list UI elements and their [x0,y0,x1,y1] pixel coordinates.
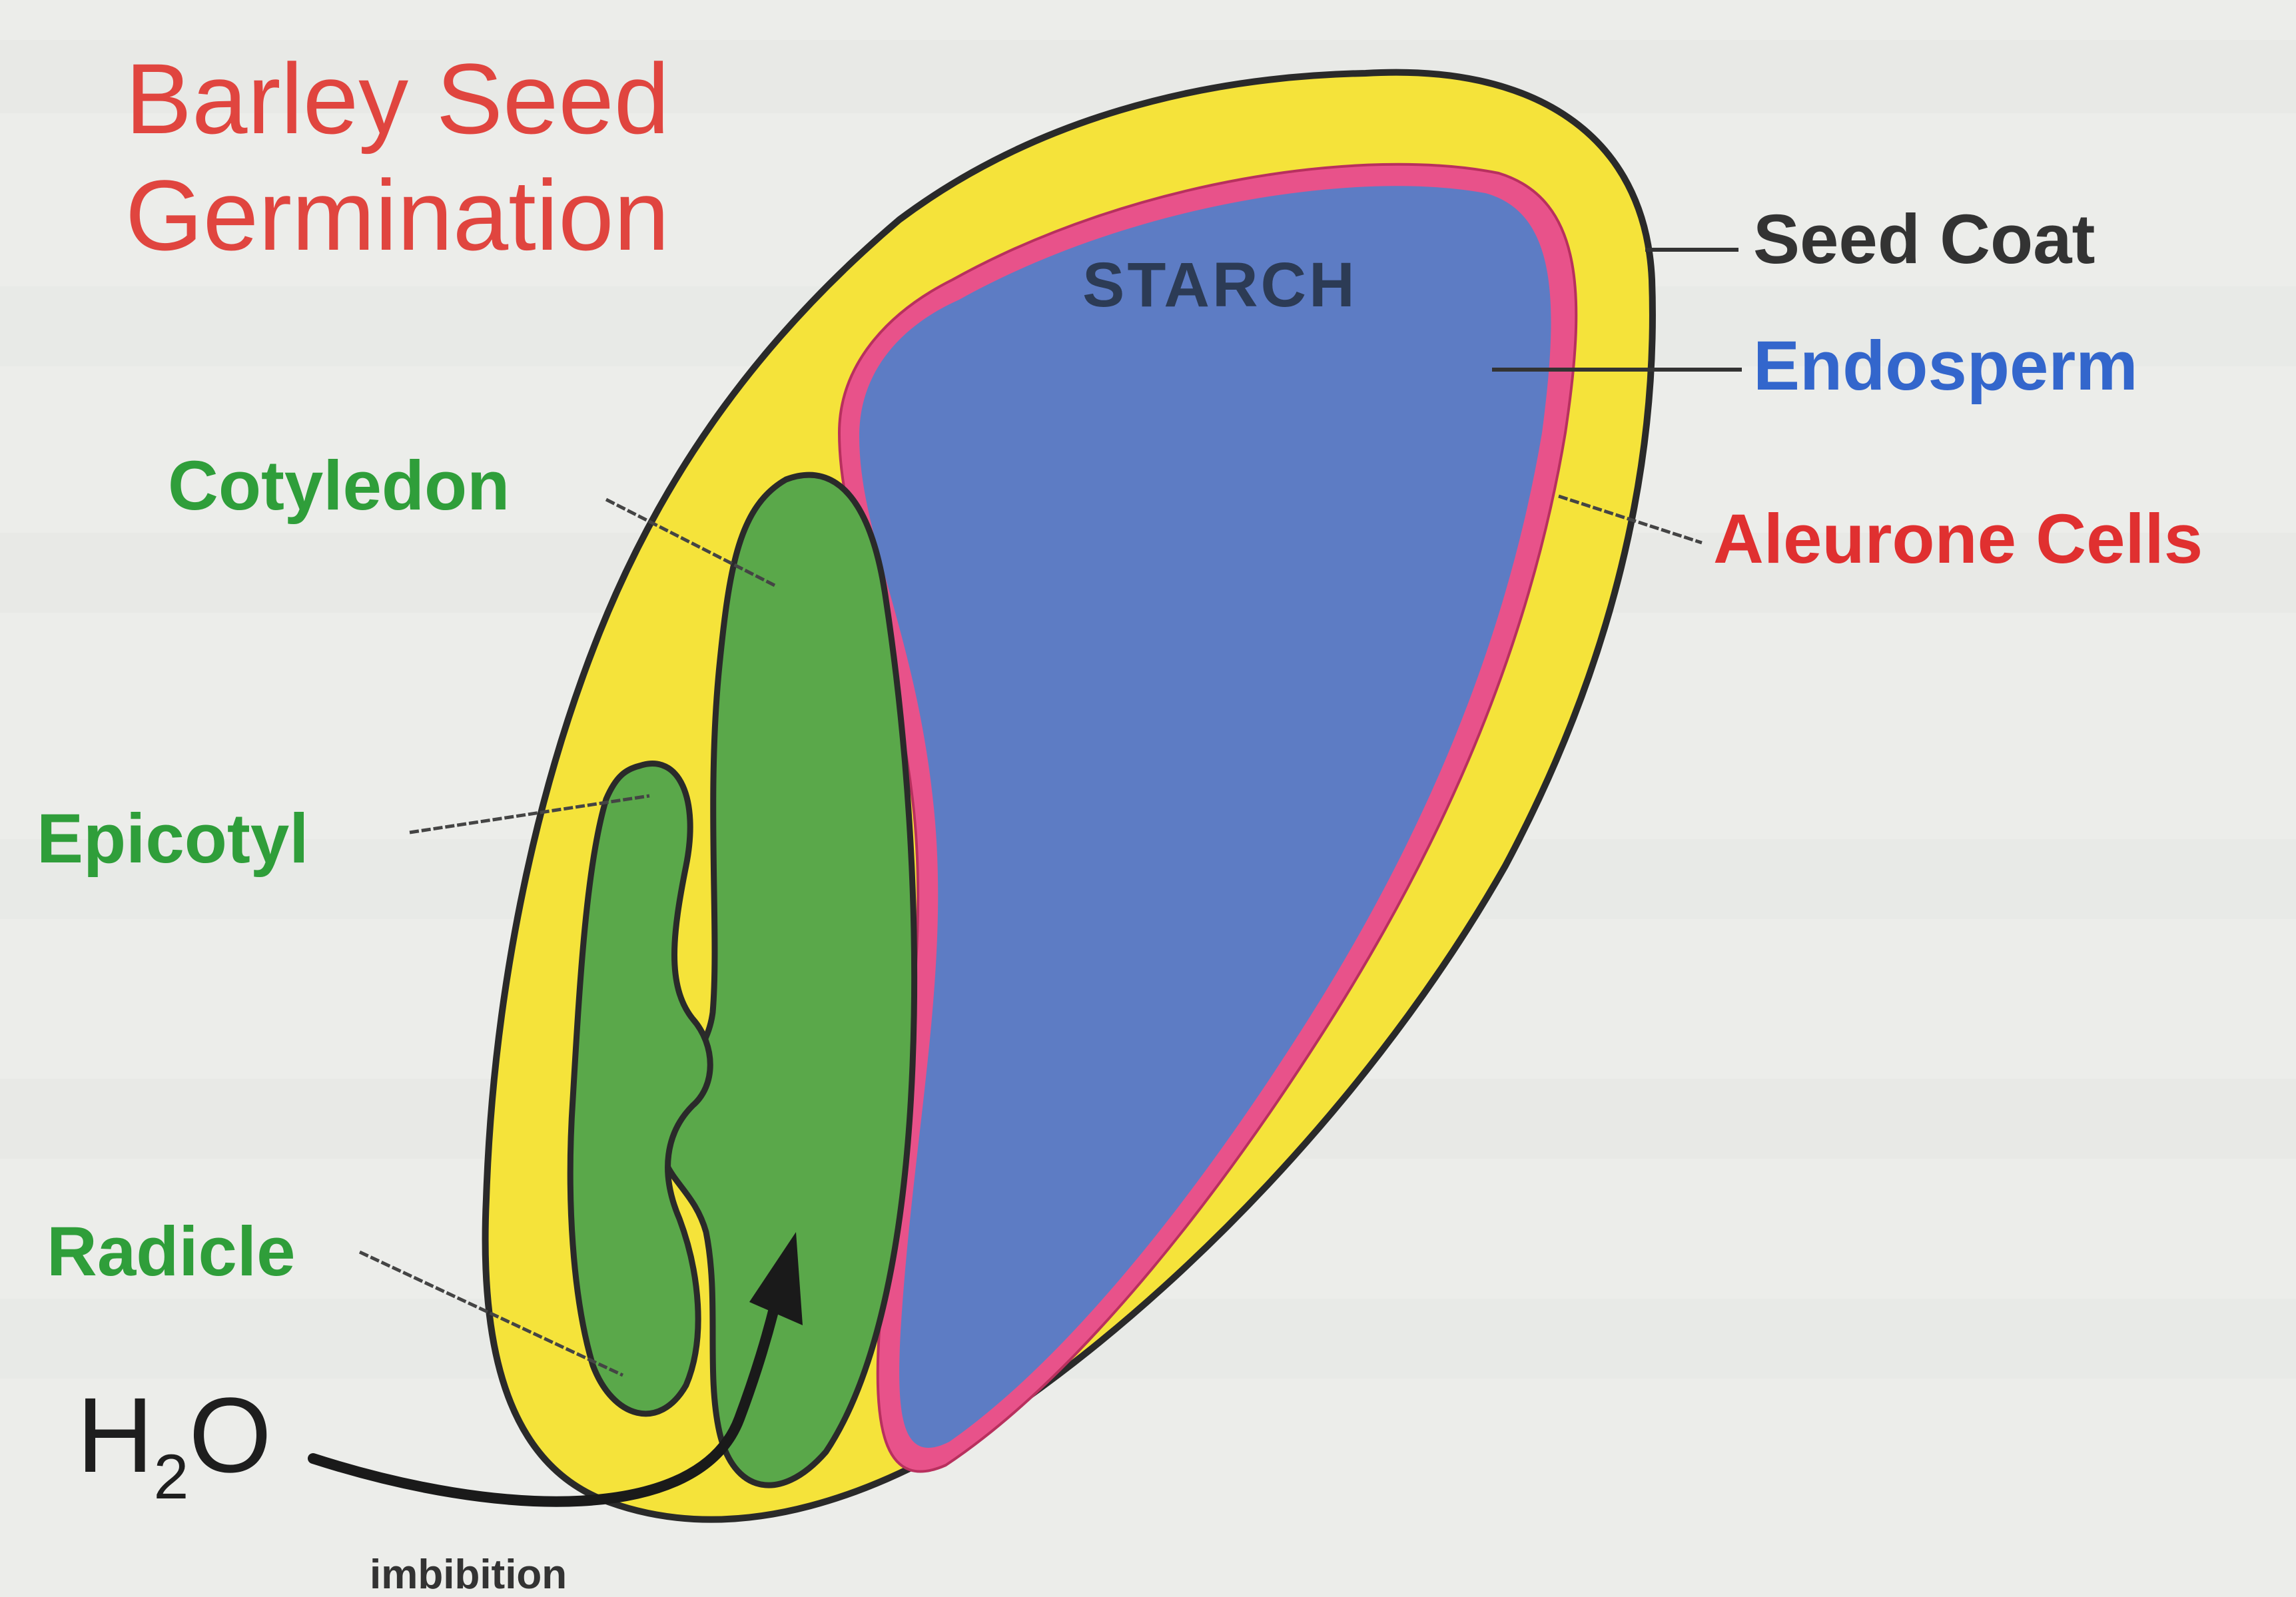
water-label: H2O [77,1375,272,1512]
cotyledon-label: Cotyledon [168,447,510,525]
seed-coat-label: Seed Coat [1753,200,2095,278]
title-line-2: Germination [125,159,669,271]
embryo-axis-shape [570,764,710,1414]
starch-label: STARCH [1082,250,1357,320]
endosperm-label: Endosperm [1753,327,2138,405]
epicotyl-label: Epicotyl [37,800,308,878]
water-label-h: H [77,1375,154,1494]
water-label-subscript: 2 [154,1442,189,1512]
imbibition-label: imbibition [370,1552,567,1597]
title-line-1: Barley Seed [125,43,669,155]
radicle-label: Radicle [47,1213,296,1291]
water-label-o: O [189,1375,271,1494]
aleurone-label: Aleurone Cells [1713,500,2203,578]
